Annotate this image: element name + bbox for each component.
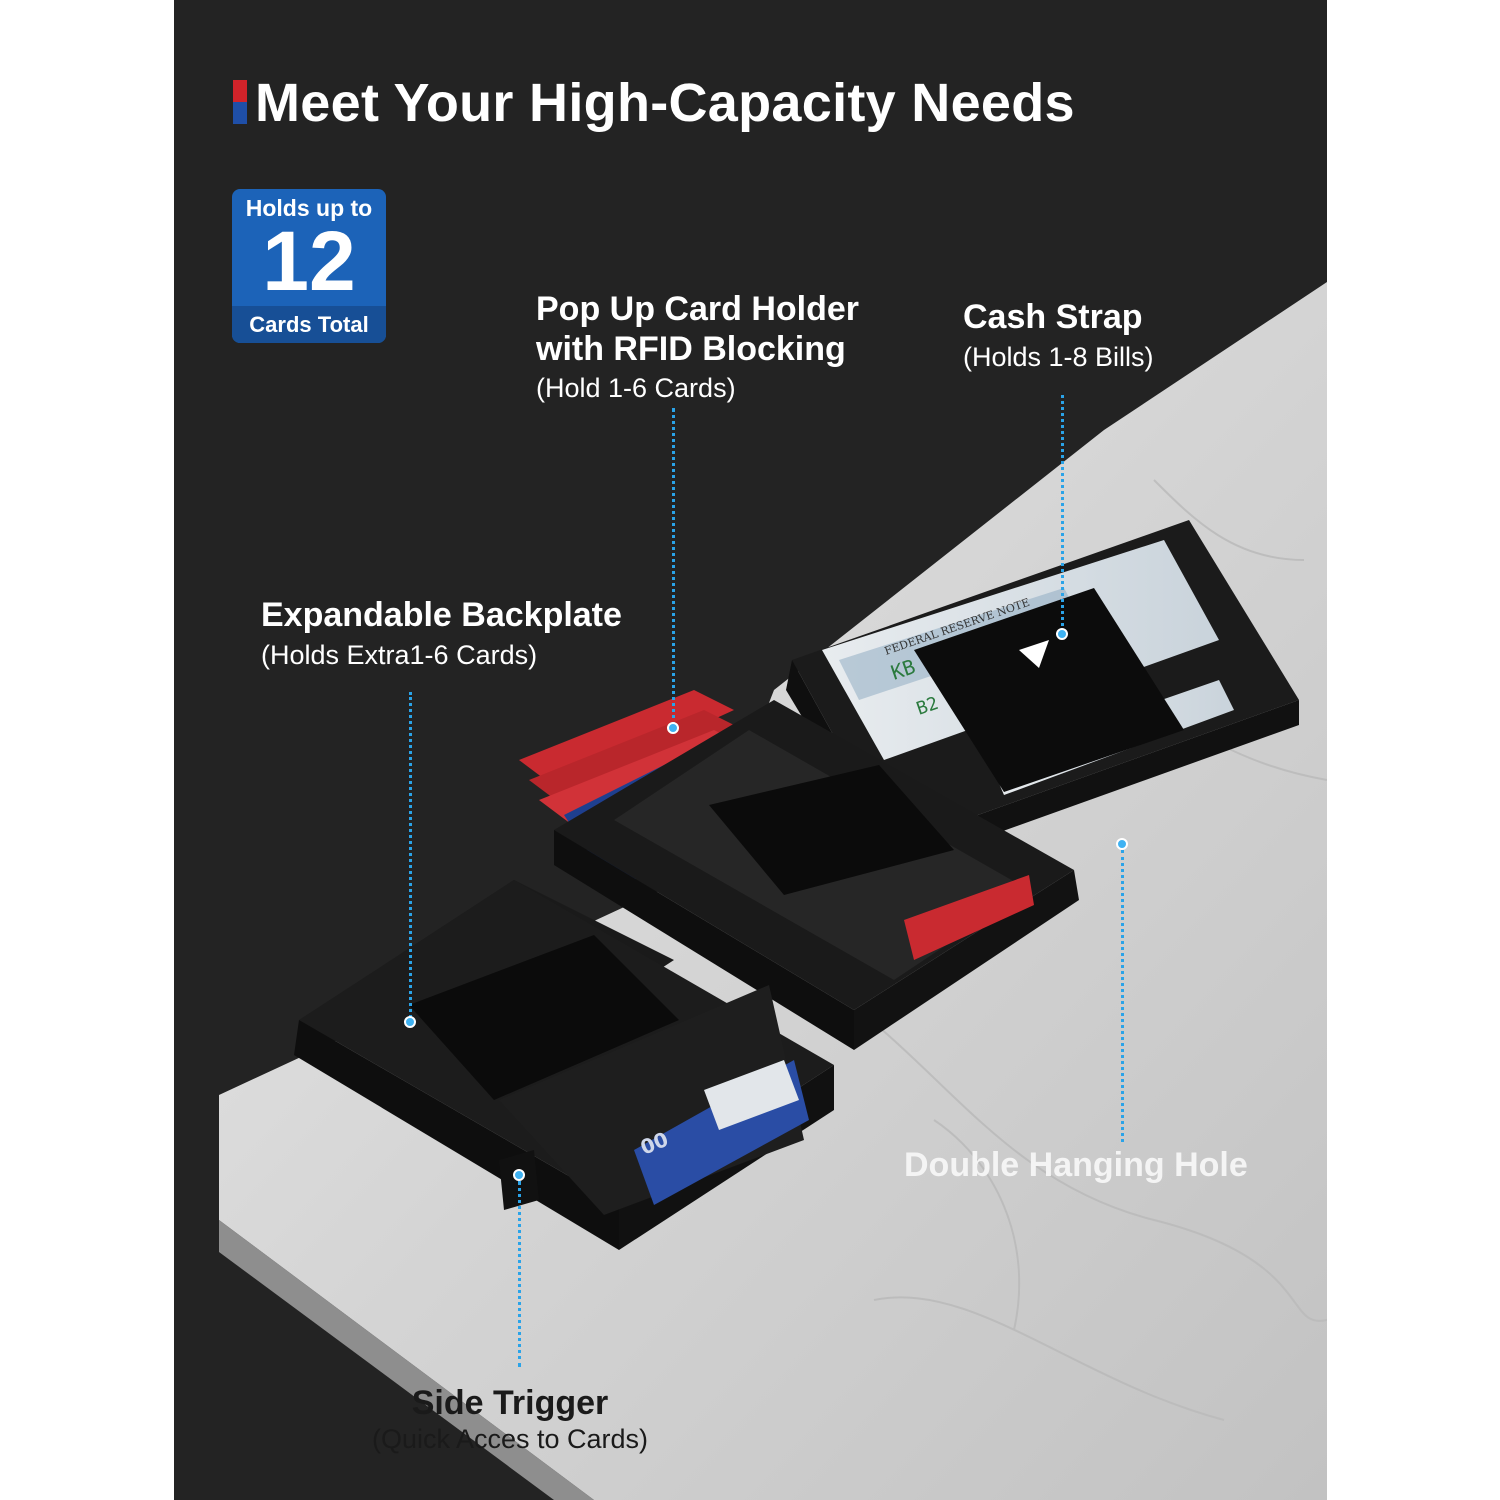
title-accent-mark: [233, 80, 247, 124]
backplate-dot: [404, 1016, 416, 1028]
badge-number: 12: [262, 214, 356, 308]
dark-panel: KB 80132111 F B2 FEDERAL RESERVE NOTE 10…: [174, 0, 1327, 1500]
capacity-badge: Holds up to 12 Cards Total: [232, 189, 386, 343]
side-trigger-sub: (Quick Acces to Cards): [371, 1424, 649, 1454]
backplate-band: [409, 935, 679, 1100]
cash-strap-heading: Cash Strap: [963, 298, 1143, 336]
backplate-leader: [409, 692, 412, 1018]
wallet-pop-up: [519, 690, 1079, 1050]
pop-up-dot: [667, 722, 679, 734]
backplate-sub: (Holds Extra1-6 Cards): [261, 640, 538, 670]
side-trigger-leader: [518, 1181, 521, 1367]
side-trigger-heading: Side Trigger: [411, 1384, 609, 1422]
cash-strap-dot: [1056, 628, 1068, 640]
product-illustration: KB 80132111 F B2 FEDERAL RESERVE NOTE 10…: [219, 282, 1327, 1500]
brand-logo: [1019, 640, 1049, 668]
badge-top-text: Holds up to: [245, 195, 373, 221]
pop-up-leader: [672, 408, 675, 726]
pop-up-sub: (Hold 1-6 Cards): [536, 373, 736, 403]
badge-bottom-band: Cards Total: [232, 306, 386, 343]
wallet-backplate: 00: [294, 880, 834, 1250]
cash-strap-sub: (Holds 1-8 Bills): [963, 342, 1154, 372]
badge-bottom-text: Cards Total: [249, 312, 369, 337]
pop-up-heading-2: with RFID Blocking: [536, 330, 846, 368]
hanging-hole-heading: Double Hanging Hole: [904, 1146, 1248, 1184]
cash-strap-leader: [1061, 395, 1064, 632]
pop-up-band: [709, 765, 954, 895]
side-trigger-dot: [513, 1169, 525, 1181]
hanging-hole-dot: [1116, 838, 1128, 850]
page-title: Meet Your High-Capacity Needs: [255, 73, 1075, 133]
hanging-hole-leader: [1121, 850, 1124, 1142]
backplate-heading: Expandable Backplate: [261, 596, 622, 634]
cash-strap-band: [914, 588, 1184, 792]
pop-up-heading-1: Pop Up Card Holder: [536, 290, 860, 328]
